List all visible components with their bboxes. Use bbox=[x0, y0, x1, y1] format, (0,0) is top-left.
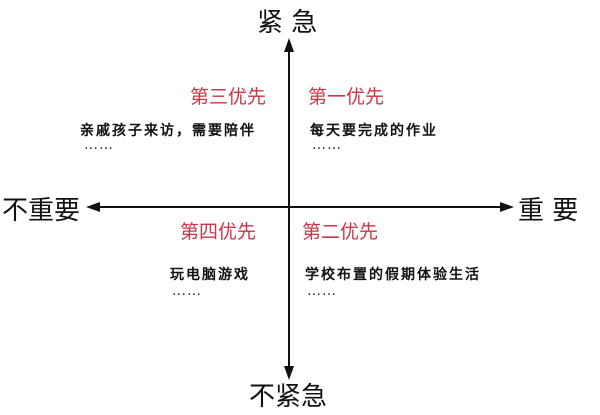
quadrant-1-label: 第一优先 bbox=[308, 86, 385, 108]
quadrant-4-more: …… bbox=[172, 283, 202, 299]
quadrant-4-task: 玩电脑游戏 bbox=[170, 267, 250, 283]
arrow-right-icon bbox=[500, 202, 514, 212]
arrow-down-icon bbox=[284, 366, 294, 380]
quadrant-2-task: 学校布置的假期体验生活 bbox=[305, 267, 481, 283]
quadrant-3-label: 第三优先 bbox=[190, 86, 267, 108]
axis-label-urgent: 紧 急 bbox=[257, 8, 318, 38]
axis-label-not-urgent: 不紧急 bbox=[249, 382, 328, 412]
axis-label-important: 重 要 bbox=[518, 196, 579, 226]
quadrant-4-label: 第四优先 bbox=[180, 221, 257, 243]
quadrant-3-more: …… bbox=[84, 137, 114, 153]
axis-label-not-important: 不重要 bbox=[2, 196, 81, 226]
arrow-left-icon bbox=[86, 202, 100, 212]
quadrant-1-more: …… bbox=[312, 137, 342, 153]
quadrant-1-task: 每天要完成的作业 bbox=[310, 123, 438, 139]
quadrant-3-task: 亲戚孩子来访，需要陪伴 bbox=[80, 123, 256, 139]
quadrant-2-more: …… bbox=[307, 283, 337, 299]
quadrant-2-label: 第二优先 bbox=[302, 221, 379, 243]
arrow-up-icon bbox=[284, 38, 294, 52]
